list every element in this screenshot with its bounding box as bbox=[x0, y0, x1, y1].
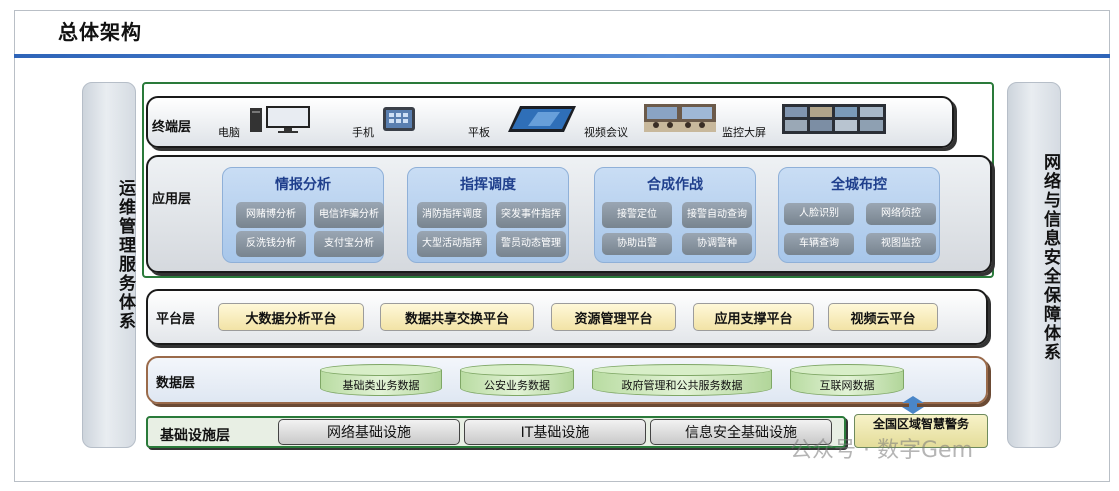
platform-item: 应用支撑平台 bbox=[693, 303, 814, 331]
infrastructure-item: 网络基础设施 bbox=[278, 419, 460, 445]
terminal-layer-label: 终端层 bbox=[152, 120, 192, 135]
video-conference-icon bbox=[644, 104, 716, 132]
terminal-item-phone: 手机 bbox=[352, 126, 374, 139]
app-item: 协助出警 bbox=[602, 233, 672, 255]
terminal-item-pc: 电脑 bbox=[218, 126, 240, 139]
monitor-wall-icon bbox=[782, 104, 886, 134]
app-item: 大型活动指挥 bbox=[417, 231, 487, 257]
application-layer-label: 应用层 bbox=[152, 192, 192, 207]
app-item: 接警自动查询 bbox=[682, 202, 752, 228]
app-item: 消防指挥调度 bbox=[417, 202, 487, 228]
app-item: 反洗钱分析 bbox=[236, 231, 306, 257]
ops-management-label: 运维管理服务体系 bbox=[115, 179, 135, 331]
platform-item: 视频云平台 bbox=[828, 303, 938, 331]
database-label: 政府管理和公共服务数据 bbox=[621, 379, 743, 392]
app-group-title: 指挥调度 bbox=[460, 177, 516, 193]
watermark: 公众号 · 数字Gem bbox=[790, 438, 973, 463]
cylinder-top bbox=[320, 364, 442, 376]
computer-icon bbox=[250, 106, 310, 133]
infrastructure-item: IT基础设施 bbox=[464, 419, 646, 445]
app-group-title: 情报分析 bbox=[275, 177, 331, 193]
app-item: 视图监控 bbox=[866, 233, 936, 255]
infrastructure-layer-label: 基础设施层 bbox=[160, 428, 230, 444]
app-item: 支付宝分析 bbox=[314, 231, 384, 257]
platform-item: 数据共享交换平台 bbox=[380, 303, 534, 331]
app-item: 人脸识别 bbox=[784, 203, 854, 225]
database-cylinder: 基础类业务数据 bbox=[320, 364, 442, 398]
platform-item: 大数据分析平台 bbox=[218, 303, 364, 331]
terminal-item-video-conference: 视频会议 bbox=[584, 126, 628, 139]
app-item: 协调警种 bbox=[682, 233, 752, 255]
page-title: 总体架构 bbox=[58, 20, 142, 44]
app-item: 突发事件指挥 bbox=[496, 202, 566, 228]
app-item: 网赌博分析 bbox=[236, 202, 306, 228]
platform-layer-label: 平台层 bbox=[156, 312, 196, 327]
app-item: 电信诈骗分析 bbox=[314, 202, 384, 228]
app-item: 警员动态管理 bbox=[496, 231, 566, 257]
app-group-title: 合成作战 bbox=[647, 177, 703, 193]
database-cylinder: 公安业务数据 bbox=[460, 364, 574, 398]
platform-item: 资源管理平台 bbox=[551, 303, 676, 331]
security-assurance-panel: 网络与信息安全保障体系 bbox=[1007, 82, 1061, 448]
tablet-icon bbox=[508, 106, 576, 132]
terminal-item-tablet: 平板 bbox=[468, 126, 490, 139]
database-cylinder: 互联网数据 bbox=[790, 364, 904, 398]
data-layer-label: 数据层 bbox=[156, 376, 196, 391]
security-assurance-label: 网络与信息安全保障体系 bbox=[1040, 153, 1060, 362]
infrastructure-item: 信息安全基础设施 bbox=[650, 419, 832, 445]
cylinder-top bbox=[592, 364, 772, 376]
app-group-title: 全城布控 bbox=[831, 177, 887, 193]
cylinder-top bbox=[790, 364, 904, 376]
database-label: 互联网数据 bbox=[819, 379, 875, 392]
cylinder-top bbox=[460, 364, 574, 376]
phone-icon bbox=[383, 107, 415, 131]
app-item: 接警定位 bbox=[602, 202, 672, 228]
ops-management-panel: 运维管理服务体系 bbox=[82, 82, 136, 448]
database-label: 公安业务数据 bbox=[484, 379, 550, 392]
national-smart-policing: 全国区域智慧警务 bbox=[854, 414, 988, 448]
app-item: 车辆查询 bbox=[784, 233, 854, 255]
title-underline bbox=[14, 54, 1110, 58]
terminal-item-monitor-wall: 监控大屏 bbox=[722, 126, 766, 139]
database-cylinder: 政府管理和公共服务数据 bbox=[592, 364, 772, 398]
double-arrow-icon bbox=[902, 396, 924, 414]
app-item: 网络侦控 bbox=[866, 203, 936, 225]
database-label: 基础类业务数据 bbox=[342, 379, 420, 392]
